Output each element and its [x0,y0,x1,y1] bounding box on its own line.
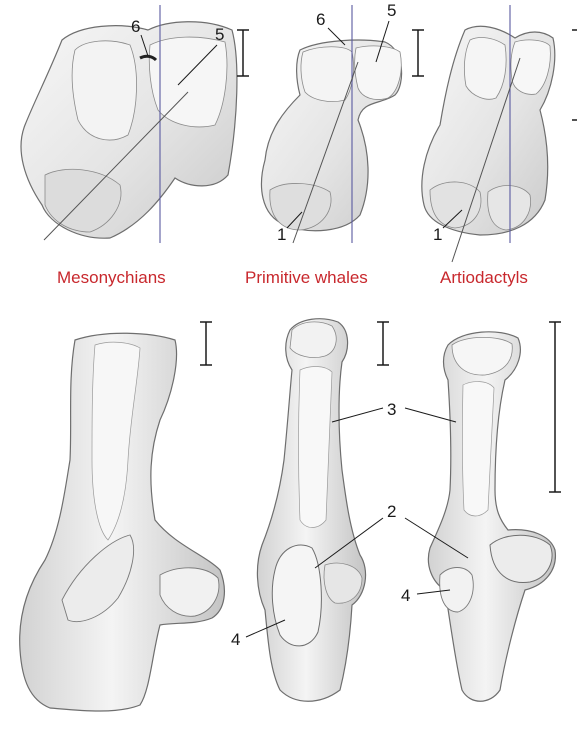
svg-text:6: 6 [131,17,140,36]
artiodactyl-calcaneum [428,322,561,701]
group-label-primitive-whales: Primitive whales [245,268,368,288]
svg-text:5: 5 [215,25,224,44]
label-3: 3 [332,400,456,422]
svg-text:1: 1 [277,225,286,244]
label-6-primitive-whale: 6 [316,10,345,45]
svg-text:4: 4 [401,586,410,605]
svg-text:6: 6 [316,10,325,29]
svg-text:4: 4 [231,630,240,649]
artiodactyl-astragalus [422,5,577,262]
primitive-whale-calcaneum [257,319,389,702]
group-label-mesonychians: Mesonychians [57,268,166,288]
primitive-whale-astragalus [262,5,424,243]
svg-text:3: 3 [387,400,396,419]
group-label-artiodactyls: Artiodactyls [440,268,528,288]
svg-text:5: 5 [387,1,396,20]
svg-text:2: 2 [387,502,396,521]
mesonychian-calcaneum [20,322,225,711]
svg-text:1: 1 [433,225,442,244]
